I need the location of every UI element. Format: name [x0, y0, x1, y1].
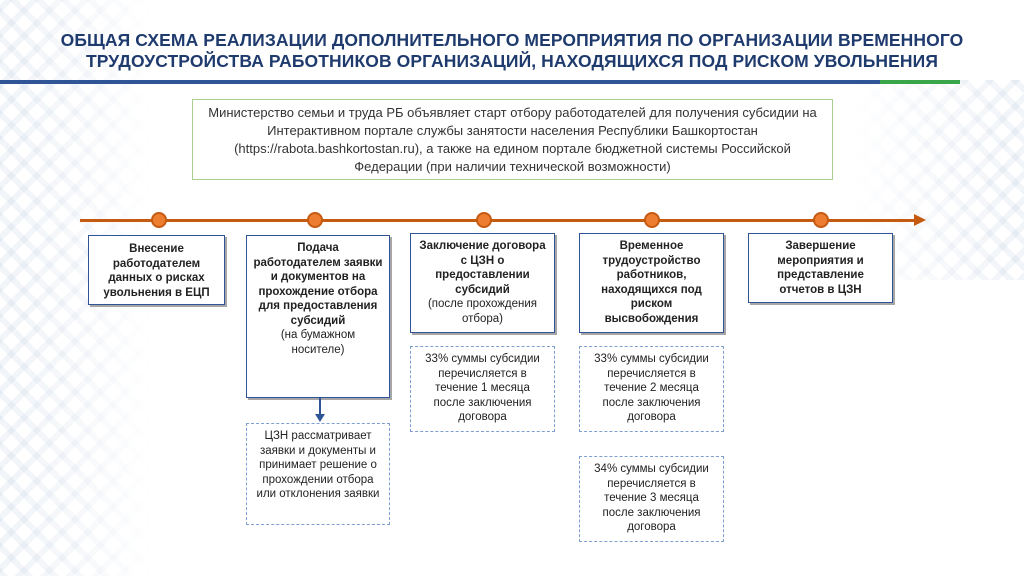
payment-note-1: 33% суммы субсидии перечисляется в течен…	[410, 346, 555, 432]
step-1-box: Внесение работодателем данных о рисках у…	[88, 235, 225, 305]
timeline-line	[80, 219, 916, 222]
payment-note-2: 33% суммы субсидии перечисляется в течен…	[579, 346, 724, 432]
down-arrow-line	[319, 397, 321, 417]
info-box: Министерство семьи и труда РБ объявляет …	[192, 99, 833, 180]
step-1-label: Внесение работодателем данных о рисках у…	[103, 243, 210, 299]
step-5-label: Завершение мероприятия и представление о…	[777, 240, 864, 296]
step-2-box: Подача работодателем заявки и документов…	[246, 235, 390, 398]
timeline-dot-2	[307, 212, 323, 228]
timeline-arrowhead	[914, 214, 926, 226]
step-5-box: Завершение мероприятия и представление о…	[748, 233, 893, 303]
timeline-dot-5	[813, 212, 829, 228]
title-line-1: ОБЩАЯ СХЕМА РЕАЛИЗАЦИИ ДОПОЛНИТЕЛЬНОГО М…	[60, 30, 964, 50]
down-arrow-head	[315, 414, 325, 422]
page-title: ОБЩАЯ СХЕМА РЕАЛИЗАЦИИ ДОПОЛНИТЕЛЬНОГО М…	[0, 30, 1024, 72]
timeline-dot-3	[476, 212, 492, 228]
payment-note-3: 34% суммы субсидии перечисляется в течен…	[579, 456, 724, 542]
step-3-box: Заключение договора с ЦЗН о предоставлен…	[410, 233, 555, 333]
step-2-label: Подача работодателем заявки и документов…	[253, 242, 383, 327]
czn-review-note: ЦЗН рассматривает заявки и документы и п…	[246, 423, 390, 525]
title-underline-blue	[0, 80, 880, 84]
title-line-2: ТРУДОУСТРОЙСТВА РАБОТНИКОВ ОРГАНИЗАЦИЙ, …	[85, 51, 939, 71]
step-3-label: Заключение договора с ЦЗН о предоставлен…	[419, 240, 546, 296]
step-2-sub: (на бумажном носителе)	[280, 329, 356, 356]
step-4-box: Временное трудоустройство работников, на…	[579, 233, 724, 333]
timeline-dot-1	[151, 212, 167, 228]
timeline-dot-4	[644, 212, 660, 228]
timeline	[80, 210, 930, 230]
title-underline-green	[880, 80, 960, 84]
step-3-sub: (после прохождения отбора)	[427, 298, 538, 325]
step-4-label: Временное трудоустройство работников, на…	[601, 240, 702, 325]
